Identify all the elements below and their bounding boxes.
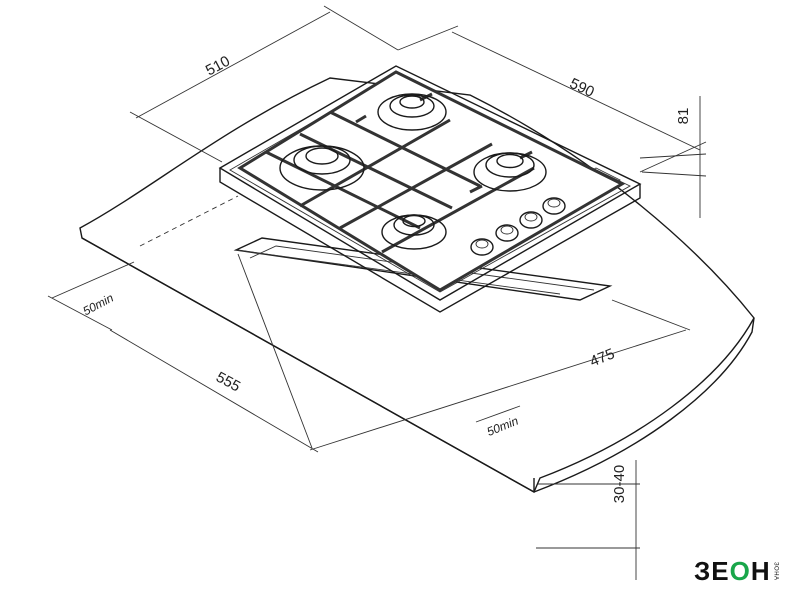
- logo-subtext: ЗОНА: [772, 562, 779, 581]
- dim-hob-width: 590: [567, 75, 597, 101]
- burner-left: [279, 145, 365, 191]
- brand-logo: ЗЕОН ЗОНА: [694, 556, 779, 586]
- burner-front: [381, 214, 447, 250]
- knob-2-icon: [495, 224, 519, 242]
- dim-clearance-back: 50min: [80, 290, 116, 318]
- burner-back: [377, 93, 447, 131]
- dim-worktop-thickness: 30-40: [611, 465, 628, 503]
- burner-right: [473, 152, 547, 192]
- dim-clearance-front: 50min: [485, 414, 521, 439]
- knob-3-icon: [519, 211, 543, 229]
- logo-text: ЗЕОН: [694, 556, 771, 586]
- control-knobs: [470, 197, 566, 256]
- knob-1-icon: [470, 238, 494, 256]
- dimension-lines: [47, 5, 707, 580]
- dim-hob-depth: 510: [203, 53, 233, 80]
- pan-supports: [237, 70, 626, 292]
- knob-4-icon: [542, 197, 566, 215]
- dim-cutout-width: 555: [213, 369, 243, 396]
- dim-hob-height: 81: [675, 108, 692, 125]
- dim-cutout-depth: 475: [588, 345, 618, 370]
- cutout: [233, 237, 613, 301]
- hidden-edge: [139, 195, 239, 247]
